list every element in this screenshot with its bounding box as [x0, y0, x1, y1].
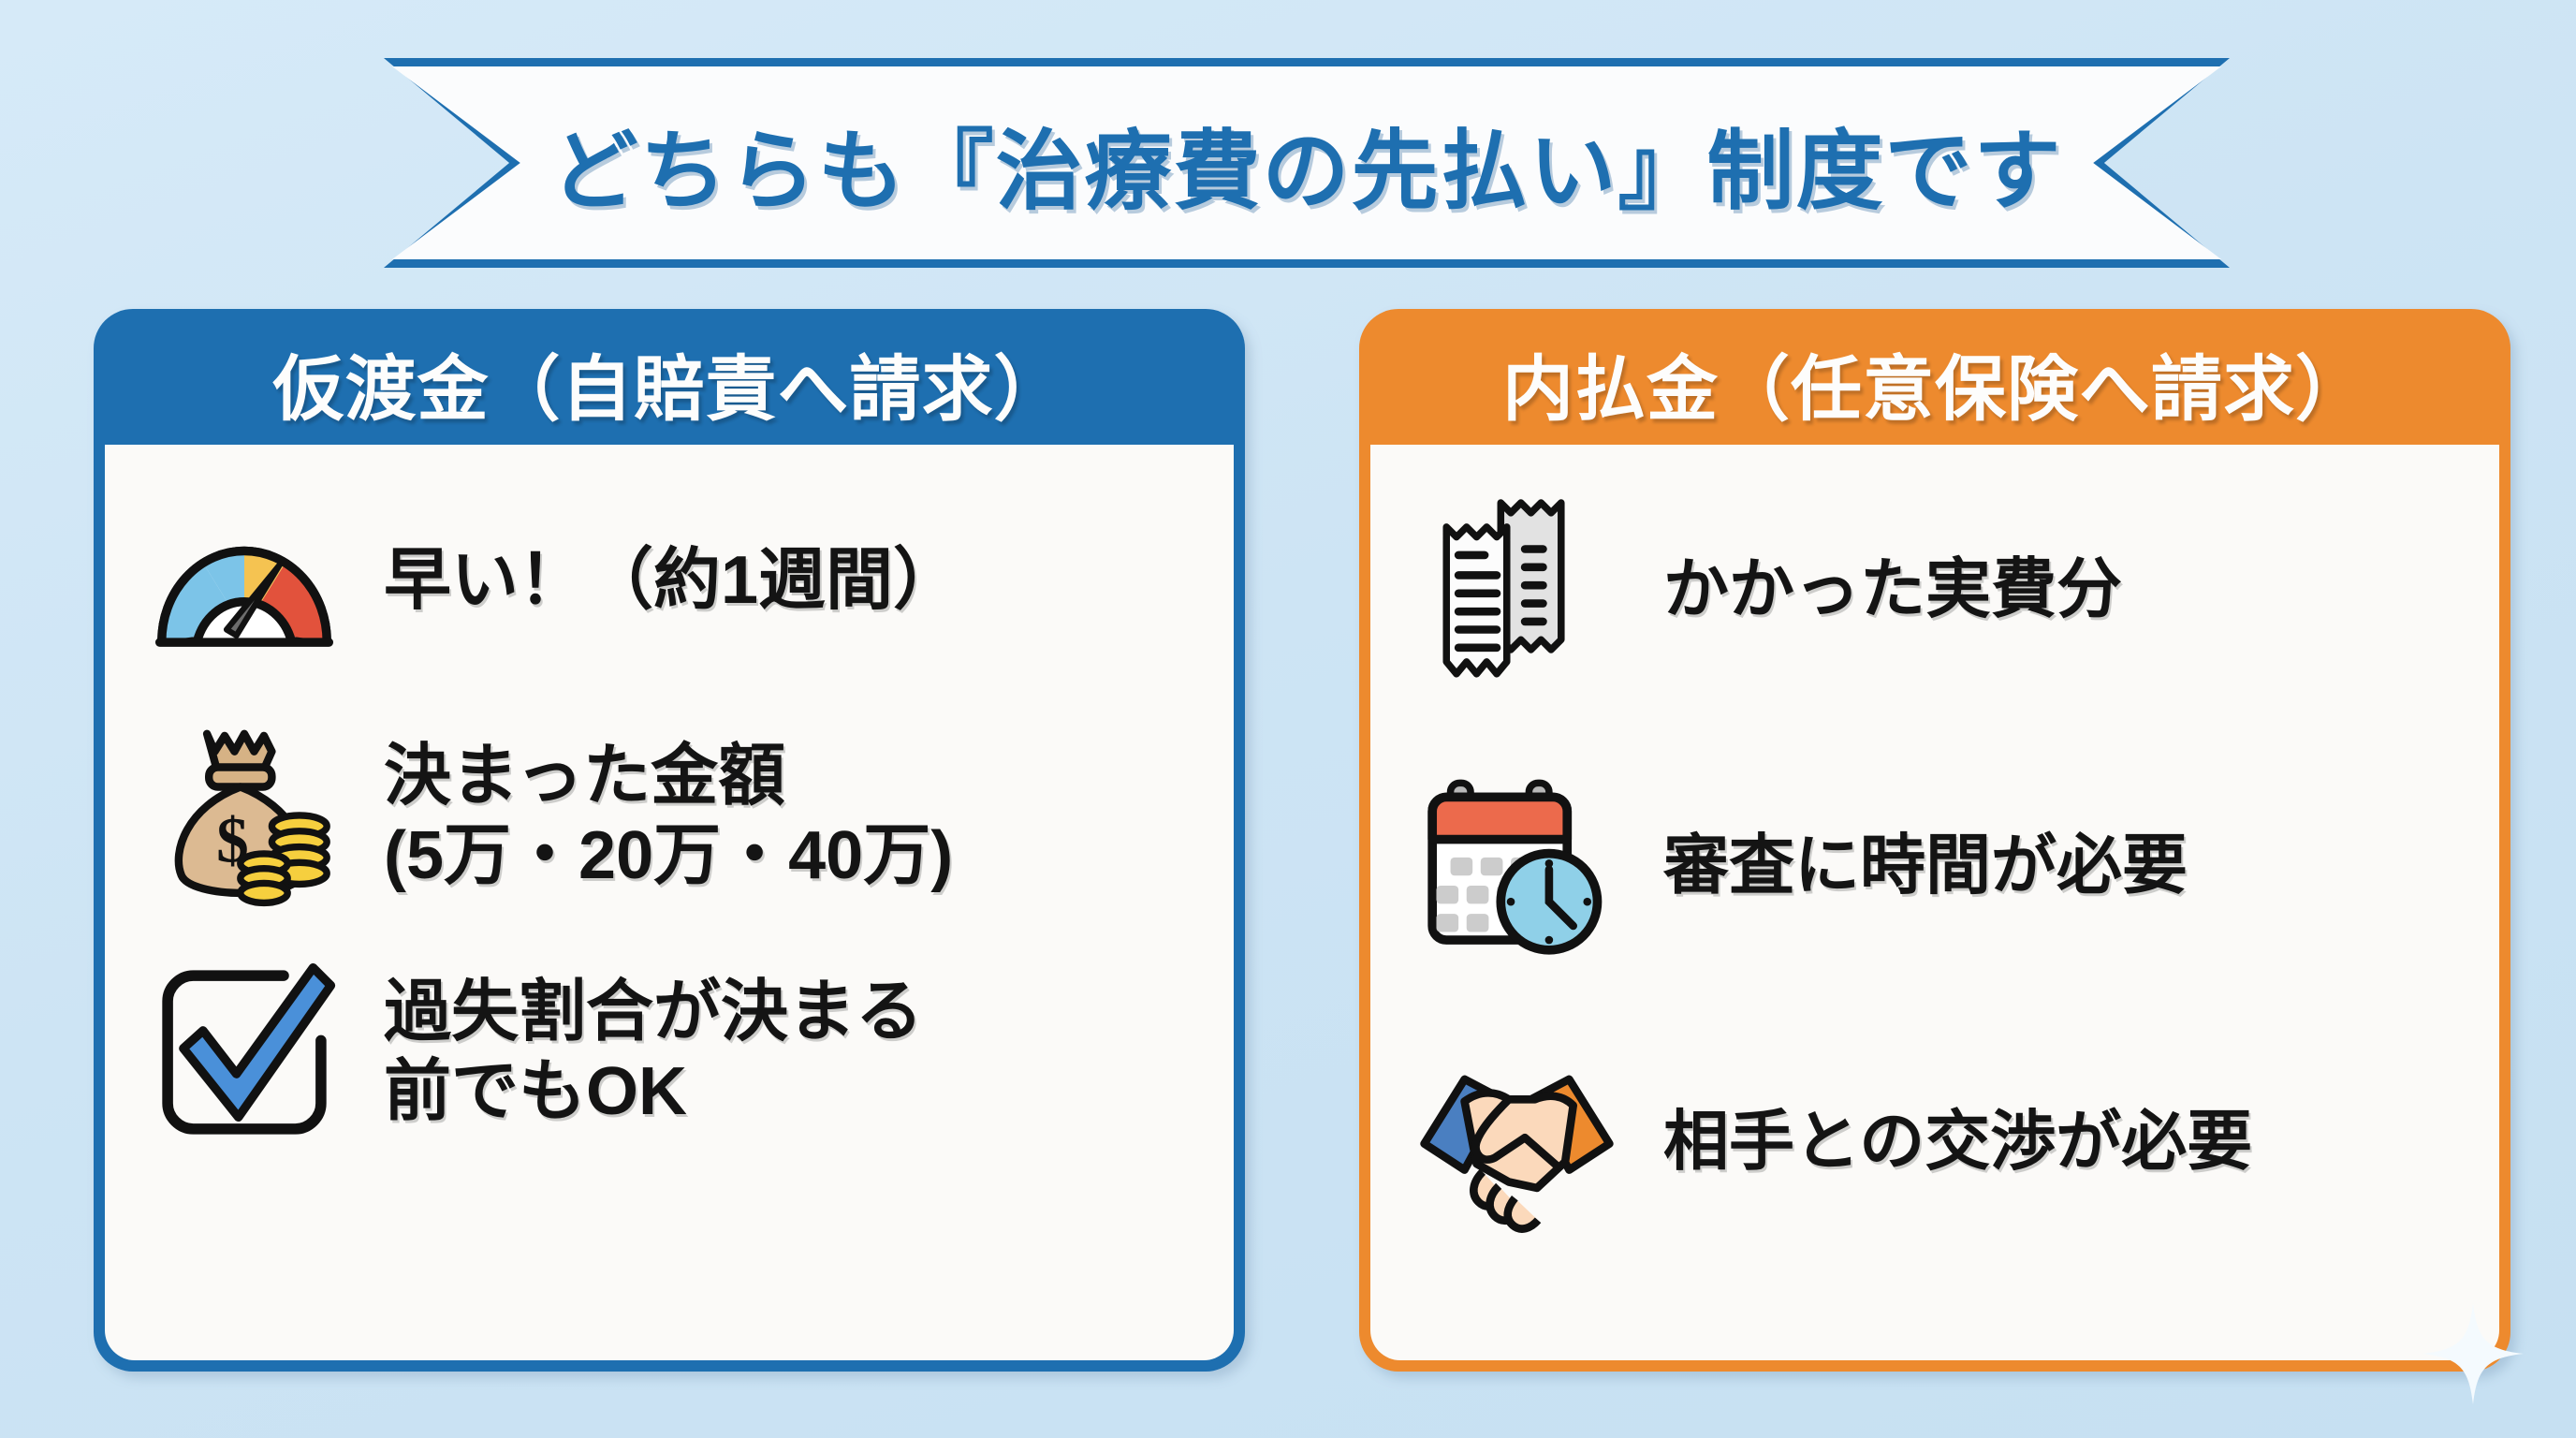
calendar-clock-icon	[1402, 760, 1632, 971]
feature-label: 決まった金額 (5万・20万・40万)	[384, 739, 954, 893]
title-banner: どちらも『治療費の先払い』制度です	[384, 58, 2230, 268]
feature-row: かかった実費分	[1402, 484, 2467, 695]
ribbon-fill	[392, 66, 2221, 259]
feature-label: 相手との交渉が必要	[1663, 1105, 2253, 1179]
comparison-cards: 仮渡金（自賠責へ請求）	[0, 309, 2576, 1395]
card-karitashikin-header: 仮渡金（自賠責へ請求）	[272, 349, 1066, 430]
feature-row: 早い！（約1週間）	[137, 473, 1202, 688]
money-bag-icon: $	[137, 709, 352, 924]
feature-label: 過失割合が決まる 前でもOK	[384, 975, 924, 1129]
feature-label: かかった実費分	[1663, 552, 2122, 626]
feature-row: 相手との交渉が必要	[1402, 1036, 2467, 1247]
checkbox-check-icon	[137, 945, 352, 1160]
feature-row: 審査に時間が必要	[1402, 760, 2467, 971]
card-uchiharaikin-body: かかった実費分	[1370, 445, 2499, 1360]
card-uchiharaikin: 内払金（任意保険へ請求）	[1359, 309, 2510, 1372]
card-karitashikin-body: 早い！（約1週間） $	[105, 445, 1234, 1360]
feature-row: 過失割合が決まる 前でもOK	[137, 945, 1202, 1160]
page-title: どちらも『治療費の先払い』制度です	[550, 122, 2063, 220]
card-karitashikin: 仮渡金（自賠責へ請求）	[94, 309, 1245, 1372]
card-uchiharaikin-header: 内払金（任意保険へ請求）	[1502, 349, 2367, 430]
feature-label: 早い！（約1週間）	[384, 542, 961, 618]
feature-label: 審査に時間が必要	[1663, 829, 2188, 902]
speedometer-icon	[137, 473, 352, 688]
receipt-icon	[1402, 484, 1632, 695]
handshake-icon	[1402, 1036, 1632, 1247]
feature-row: $ 決まった金額 (5万・20万・40万)	[137, 709, 1202, 924]
